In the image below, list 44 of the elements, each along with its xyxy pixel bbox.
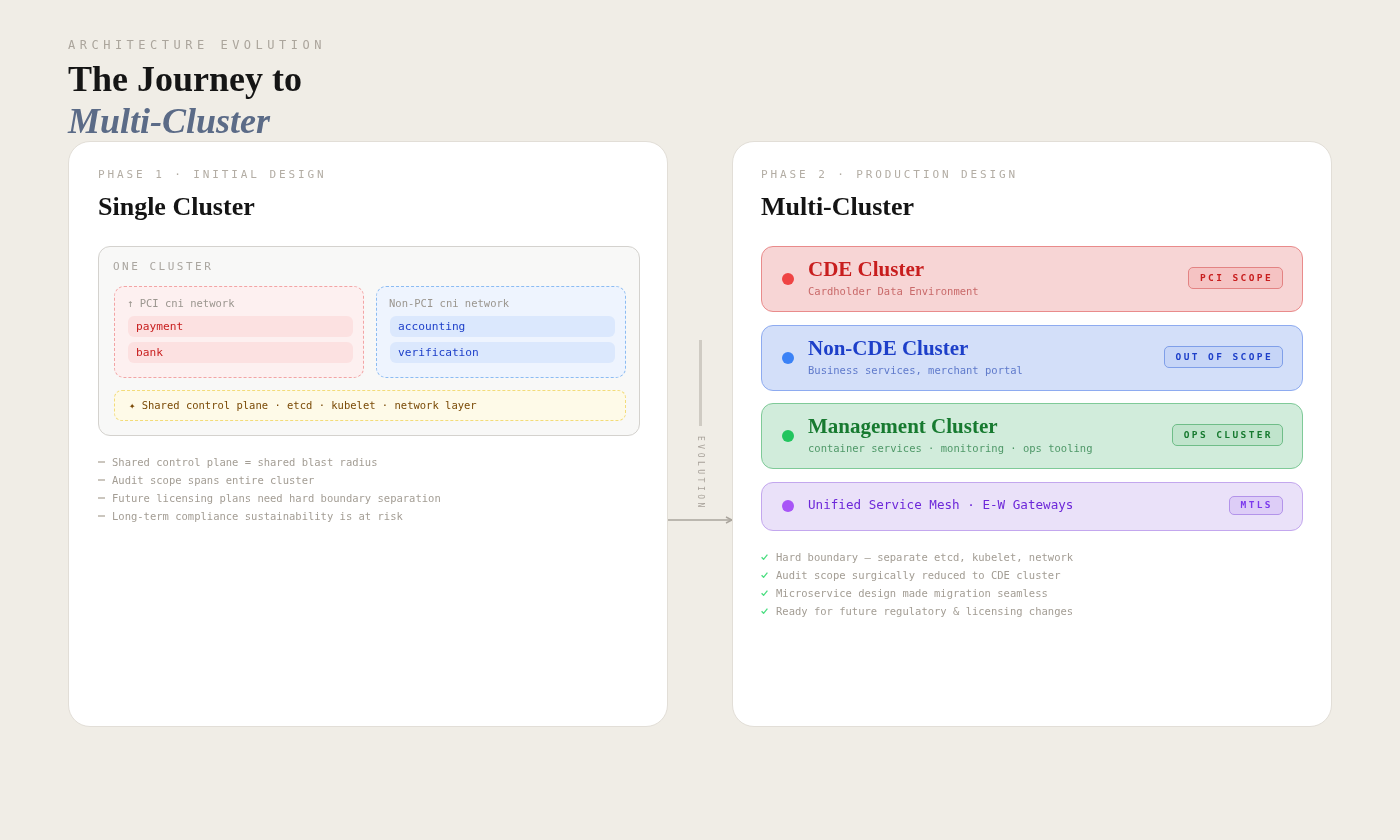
cluster-description: Business services, merchant portal <box>808 363 1023 377</box>
note-text: Hard boundary — separate etcd, kubelet, network <box>776 550 1074 565</box>
control-plane-bar: ✦ Shared control plane · etcd · kubelet · network layer <box>114 390 626 421</box>
note-text: Ready for future regulatory & licensing changes <box>776 604 1074 619</box>
section-kicker: ARCHITECTURE EVOLUTION <box>68 38 326 52</box>
edge-label: EVOLUTION <box>695 436 706 511</box>
zone-label: ↑ PCI cni network <box>127 296 235 310</box>
network-zone <box>114 286 364 378</box>
note-text: Shared control plane = shared blast radius <box>112 455 378 470</box>
scope-badge: MTLS <box>1228 496 1283 515</box>
cluster-description: container services · monitoring · ops tooling <box>808 441 1093 455</box>
cluster-name: CDE Cluster <box>808 257 925 281</box>
phase-card <box>732 141 1332 727</box>
cluster-card <box>761 325 1303 391</box>
cluster-frame <box>98 246 640 436</box>
scope-badge: OPS CLUSTER <box>1171 424 1283 446</box>
group-label: ONE CLUSTER <box>113 260 214 274</box>
note-text: Future licensing plans need hard boundary separation <box>112 491 441 506</box>
card-title: Single Cluster <box>98 192 255 222</box>
cluster-card <box>761 403 1303 469</box>
note-text: Audit scope surgically reduced to CDE cluster <box>776 568 1061 583</box>
zone-label: Non-PCI cni network <box>389 296 510 310</box>
note-text: Microservice design made migration seamless <box>776 586 1048 601</box>
cluster-card <box>761 246 1303 312</box>
cluster-name: Management Cluster <box>808 414 998 438</box>
cluster-name: Non-CDE Cluster <box>808 336 969 360</box>
mesh-label: Unified Service Mesh · E-W Gateways <box>808 497 1074 513</box>
page-title: The Journey to Multi-Cluster <box>68 58 302 142</box>
service-chip: accounting <box>390 316 615 337</box>
service-chip: payment <box>128 316 353 337</box>
phase-card <box>68 141 668 727</box>
note-text: Long-term compliance sustainability is at risk <box>112 509 403 524</box>
card-title: Multi-Cluster <box>761 192 915 222</box>
arrow <box>667 516 733 524</box>
service-chip: verification <box>390 342 615 363</box>
scope-badge: OUT OF SCOPE <box>1163 346 1283 368</box>
service-chip: bank <box>128 342 353 363</box>
phase-label: PHASE 1 · INITIAL DESIGN <box>98 168 327 182</box>
mesh-card <box>761 482 1303 531</box>
cluster-description: Cardholder Data Environment <box>808 284 979 298</box>
scope-badge: PCI SCOPE <box>1187 267 1283 289</box>
network-zone <box>376 286 626 378</box>
note-text: Audit scope spans entire cluster <box>112 473 315 488</box>
phase-label: PHASE 2 · PRODUCTION DESIGN <box>761 168 1019 182</box>
